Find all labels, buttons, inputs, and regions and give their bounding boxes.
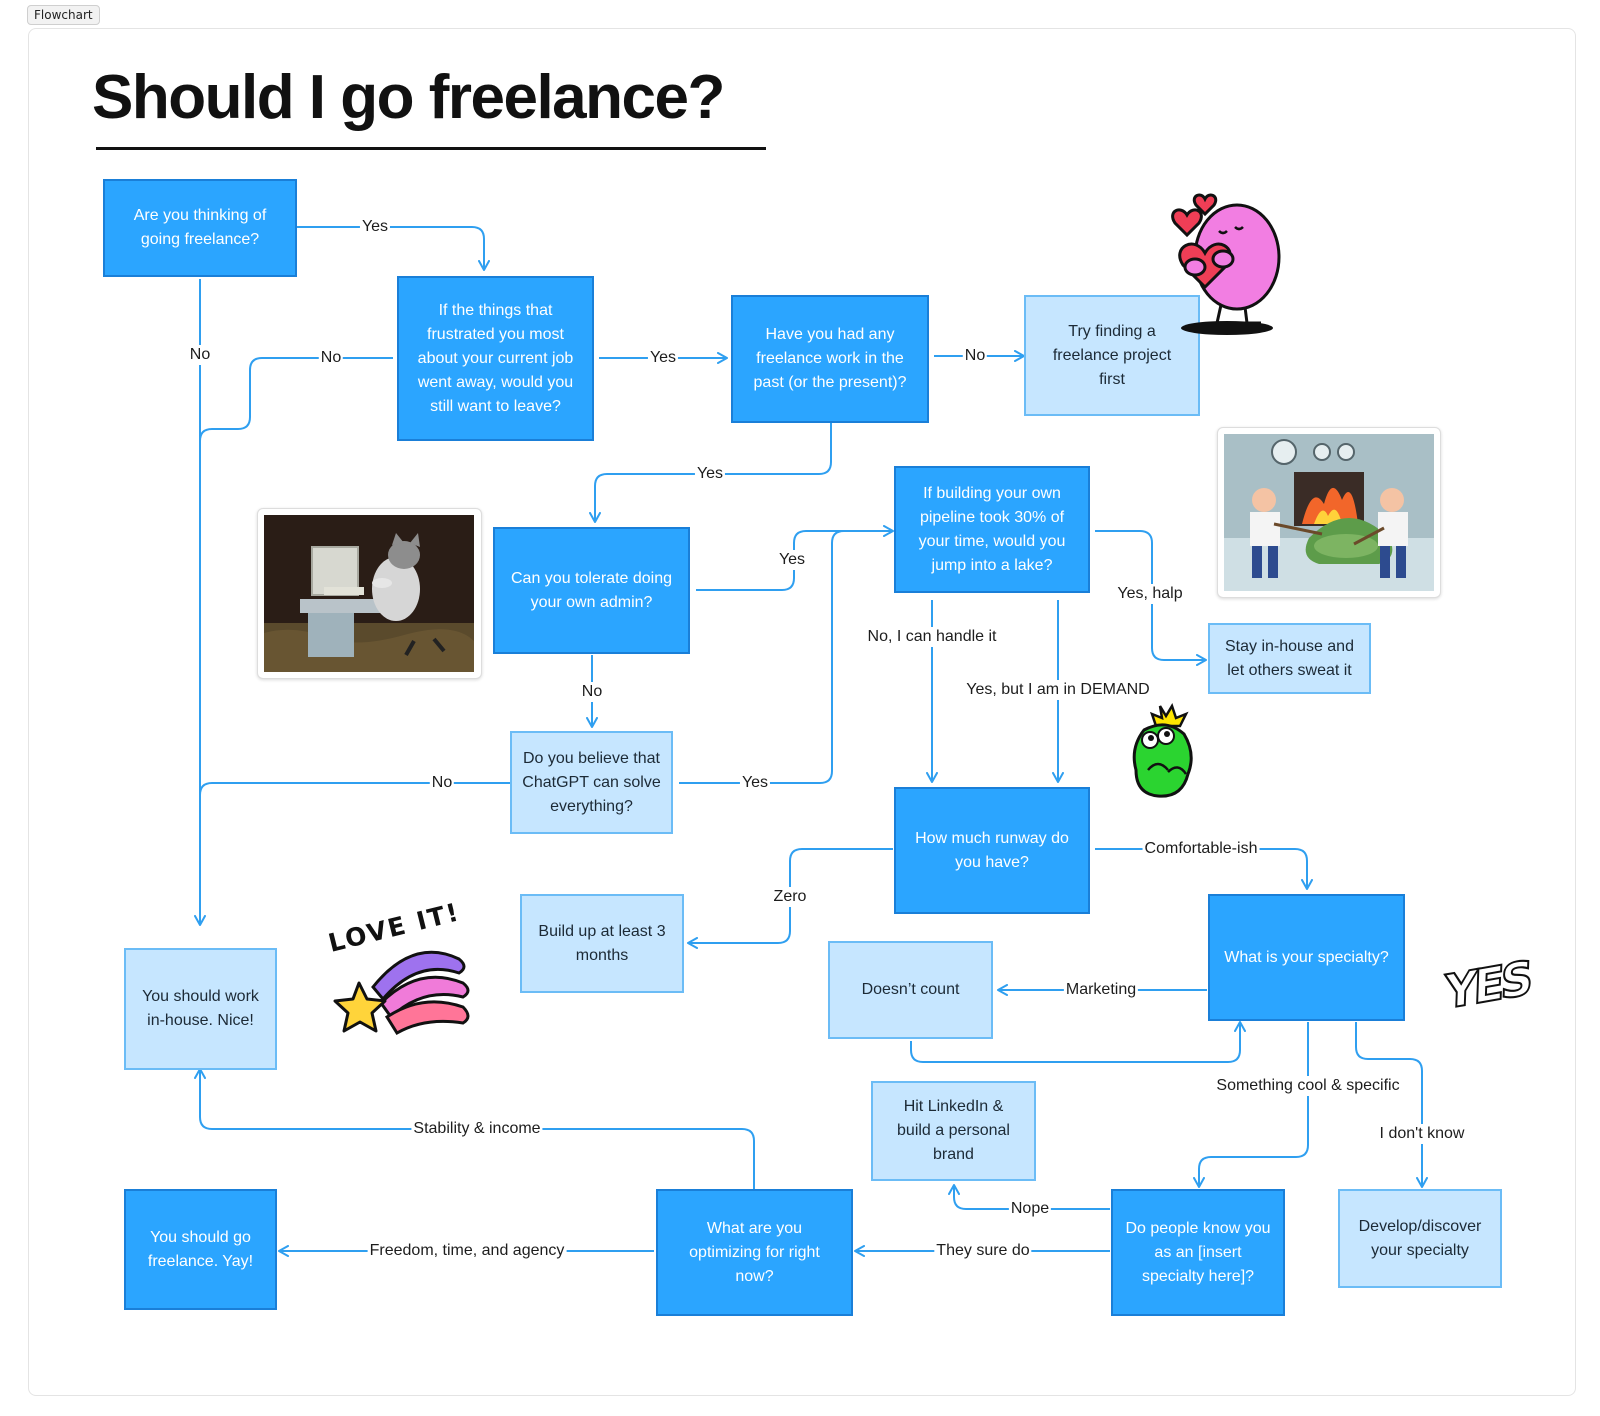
label-admin-yes: Yes bbox=[776, 550, 808, 570]
question-chatgpt[interactable]: Do you believe that ChatGPT can solve ev… bbox=[510, 731, 673, 834]
edge-runway-comfortable bbox=[1095, 848, 1313, 890]
edge-chatgpt-no bbox=[199, 782, 510, 796]
question-runway[interactable]: How much runway do you have? bbox=[894, 787, 1090, 914]
edge-thinking-yes bbox=[297, 226, 490, 271]
edge-people-nope bbox=[948, 1184, 1110, 1210]
money-furnace-cartoon bbox=[1217, 427, 1441, 598]
question-thinking-freelance[interactable]: Are you thinking of going freelance? bbox=[103, 179, 297, 277]
answer-go-freelance[interactable]: You should go freelance. Yay! bbox=[124, 1189, 277, 1310]
question-optimizing[interactable]: What are you optimizing for right now? bbox=[656, 1189, 853, 1316]
label-chatgpt-no: No bbox=[429, 773, 455, 793]
label-admin-no: No bbox=[579, 682, 605, 702]
title-underline bbox=[96, 147, 766, 150]
label-past-yes: Yes bbox=[694, 464, 726, 484]
question-people-know-specialty[interactable]: Do people know you as an [insert special… bbox=[1111, 1189, 1285, 1316]
edge-specialty-dont-know bbox=[1355, 1022, 1428, 1188]
label-specialty-dont-know: I don't know bbox=[1377, 1124, 1467, 1144]
label-frustrated-no: No bbox=[318, 348, 344, 368]
label-runway-zero: Zero bbox=[771, 887, 809, 907]
label-frustrated-yes: Yes bbox=[647, 348, 679, 368]
label-optimizing-stability: Stability & income bbox=[411, 1119, 543, 1139]
edge-frustrated-no bbox=[199, 357, 393, 442]
question-own-admin[interactable]: Can you tolerate doing your own admin? bbox=[493, 527, 690, 654]
answer-develop-specialty[interactable]: Develop/discover your specialty bbox=[1338, 1189, 1502, 1288]
label-people-nope: Nope bbox=[1008, 1199, 1052, 1219]
love-it-sticker: LOVE IT! bbox=[325, 897, 475, 1045]
cat-at-computer-photo bbox=[257, 508, 482, 679]
label-specialty-cool: Something cool & specific bbox=[1214, 1076, 1402, 1096]
question-past-freelance-work[interactable]: Have you had any freelance work in the p… bbox=[731, 295, 929, 423]
green-crown-creature-sticker bbox=[1132, 703, 1193, 798]
label-specialty-marketing: Marketing bbox=[1063, 980, 1139, 1000]
answer-linkedin-brand[interactable]: Hit LinkedIn & build a personal brand bbox=[871, 1081, 1036, 1181]
label-pipeline-handle: No, I can handle it bbox=[865, 627, 999, 647]
question-pipeline-lake[interactable]: If building your own pipeline took 30% o… bbox=[894, 466, 1090, 593]
edge-chatgpt-yes-join bbox=[679, 530, 845, 784]
label-thinking-yes: Yes bbox=[359, 217, 391, 237]
answer-stay-inhouse[interactable]: Stay in-house and let others sweat it bbox=[1208, 623, 1371, 694]
question-frustrations[interactable]: If the things that frustrated you most a… bbox=[397, 276, 594, 441]
flowchart-tab-label[interactable]: Flowchart bbox=[27, 5, 100, 25]
answer-work-inhouse[interactable]: You should work in-house. Nice! bbox=[124, 948, 277, 1070]
question-specialty[interactable]: What is your specialty? bbox=[1208, 894, 1405, 1021]
answer-doesnt-count[interactable]: Doesn’t count bbox=[828, 941, 993, 1039]
label-pipeline-demand: Yes, but I am in DEMAND bbox=[964, 680, 1152, 700]
label-chatgpt-yes: Yes bbox=[739, 773, 771, 793]
label-optimizing-freedom: Freedom, time, and agency bbox=[367, 1241, 567, 1261]
answer-try-freelance-project[interactable]: Try finding a freelance project first bbox=[1024, 295, 1200, 416]
answer-build-runway[interactable]: Build up at least 3 months bbox=[520, 894, 684, 993]
pink-heart-hug-sticker bbox=[1171, 193, 1281, 335]
label-runway-comfortable: Comfortable-ish bbox=[1142, 839, 1260, 859]
edge-doesnt-count-loop bbox=[910, 1021, 1246, 1063]
page-title: Should I go freelance? bbox=[92, 63, 725, 132]
label-people-sure: They sure do bbox=[934, 1241, 1032, 1261]
label-pipeline-halp: Yes, halp bbox=[1115, 584, 1185, 604]
label-thinking-no: No bbox=[187, 345, 213, 365]
label-past-no: No bbox=[962, 346, 988, 366]
edge-specialty-cool bbox=[1193, 1022, 1309, 1188]
